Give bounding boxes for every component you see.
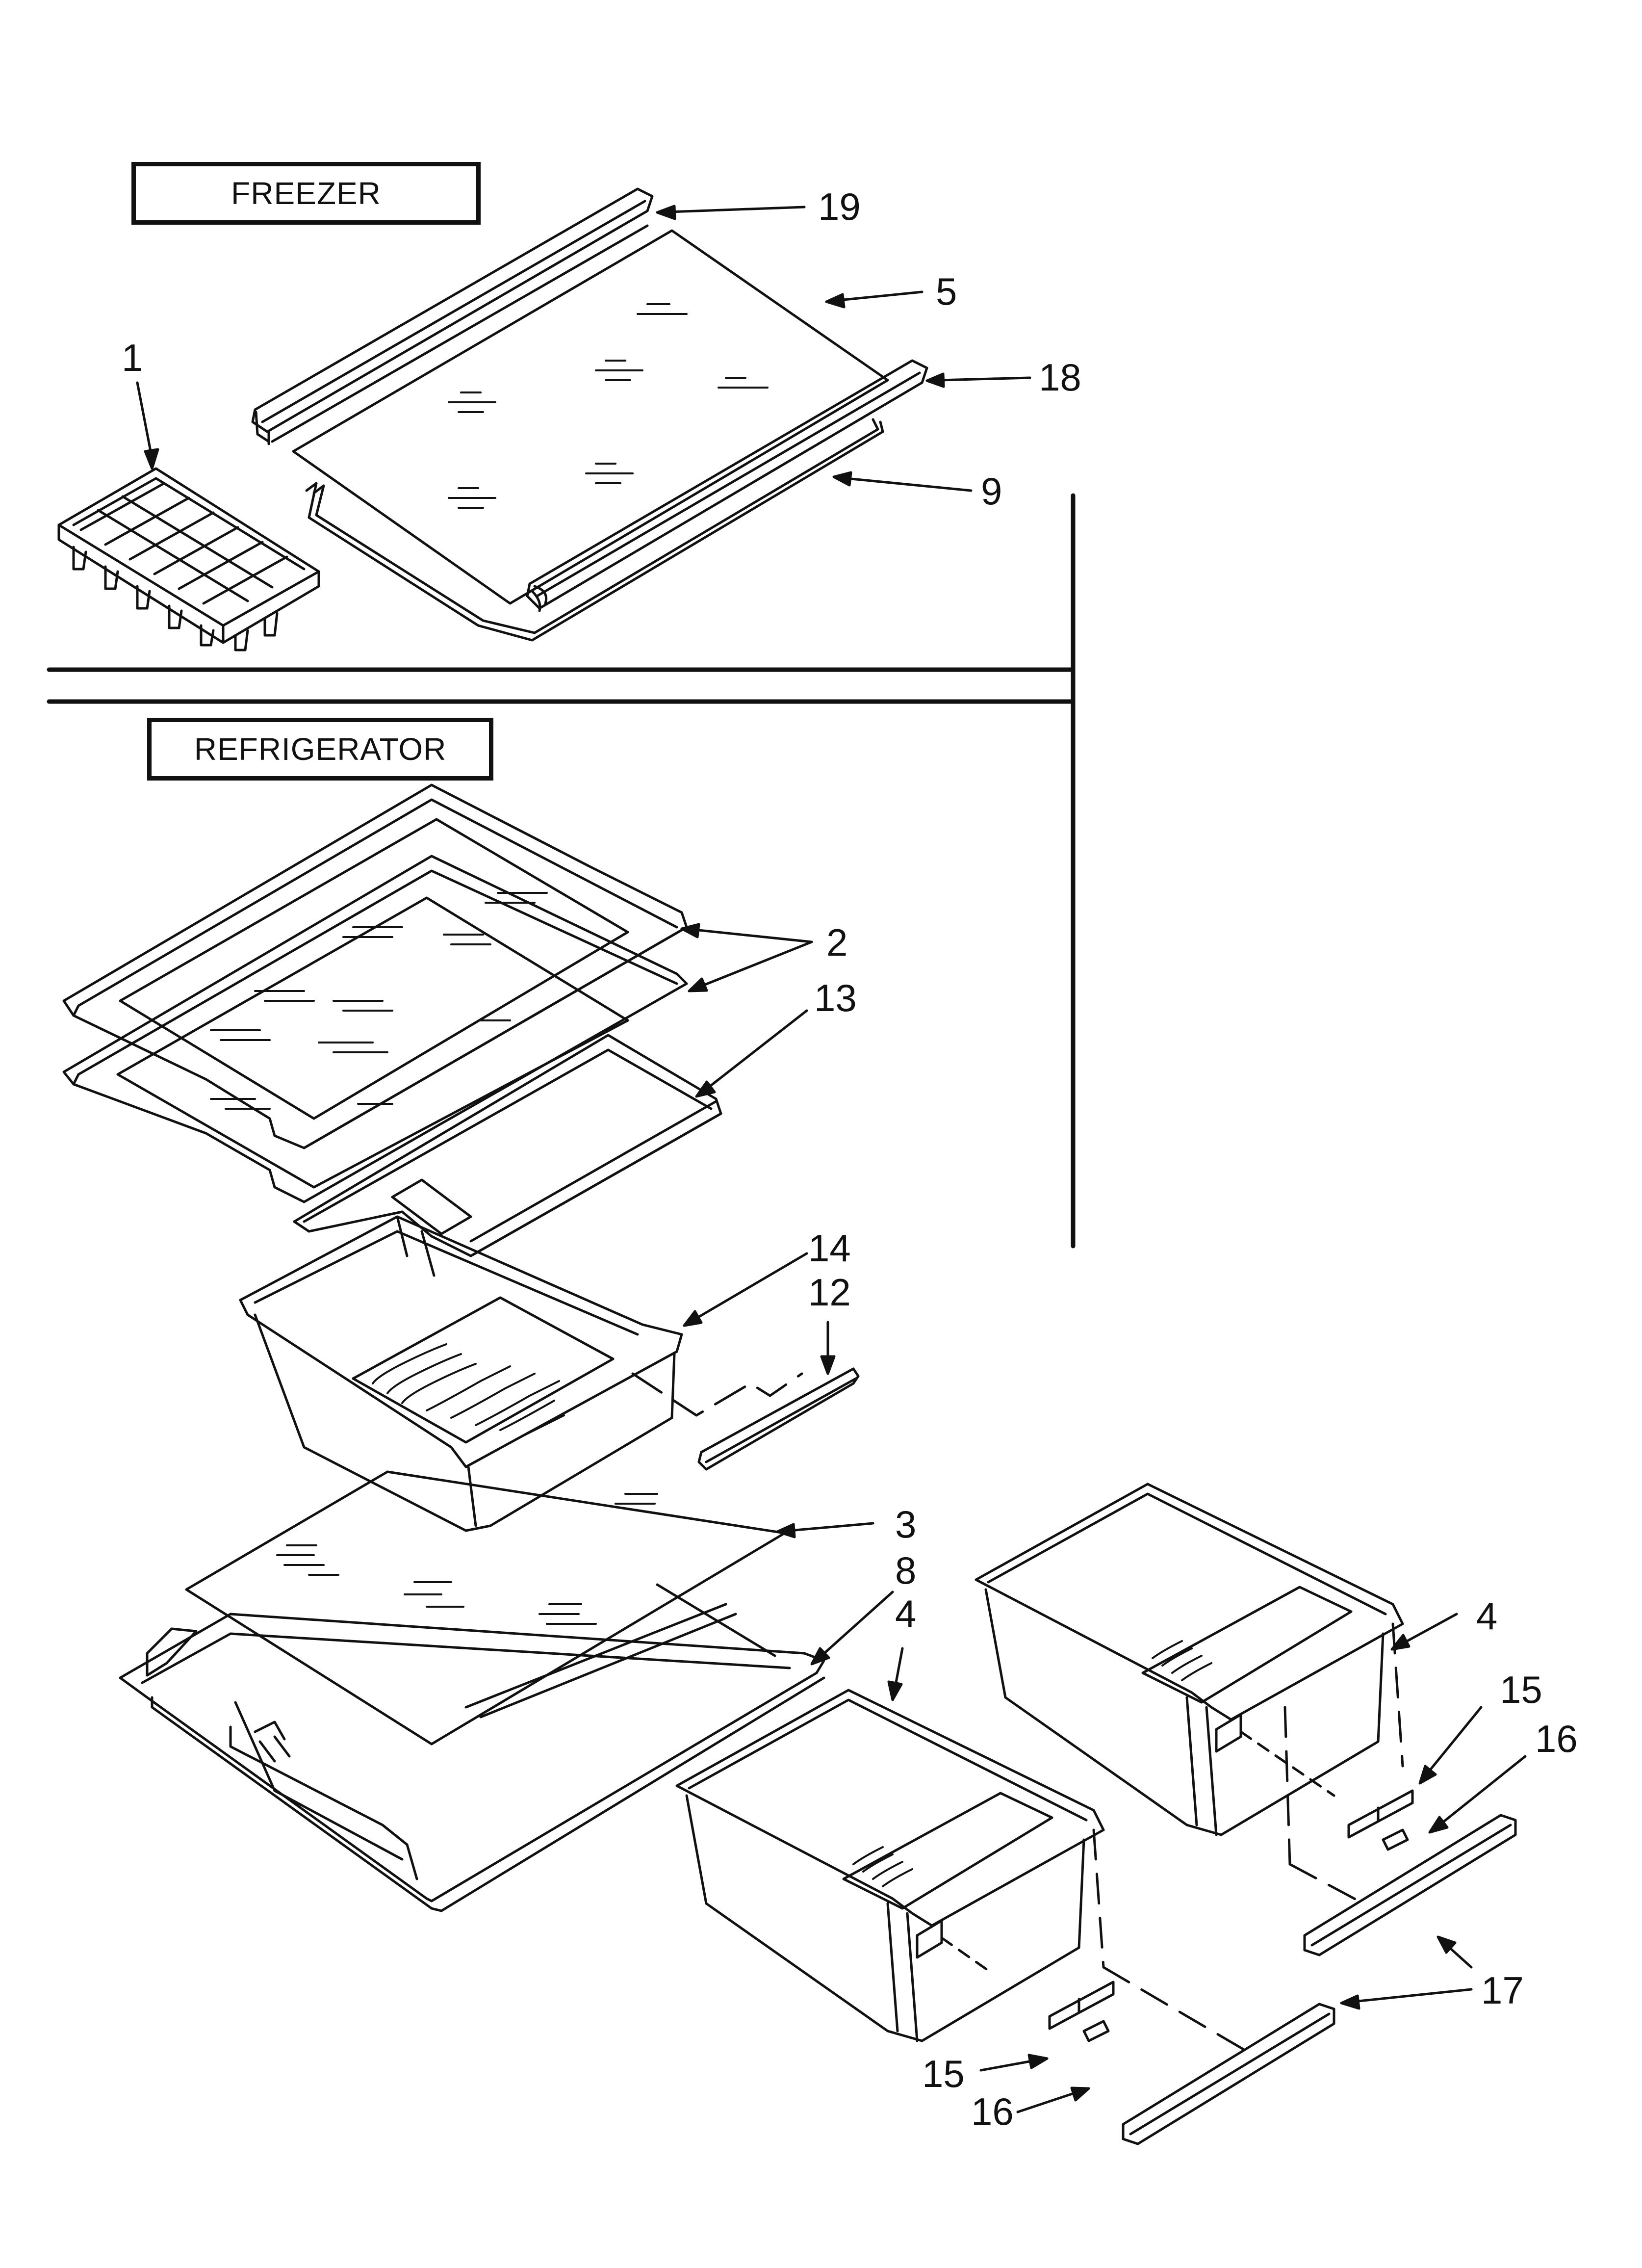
callout-18: 18	[1039, 356, 1081, 399]
callout-15-lower: 15	[922, 2052, 965, 2095]
callout-9: 9	[981, 469, 1002, 513]
callout-leaders	[136, 205, 1527, 2113]
front-shelf-trim-part	[526, 359, 928, 612]
crisper-drawer-upper-part	[975, 1483, 1404, 1905]
drawer-trim-lower-part	[1122, 2003, 1335, 2145]
callout-8: 8	[895, 1549, 917, 1592]
crisper-drawer-lower-part	[675, 1689, 1247, 2052]
callout-15-upper: 15	[1500, 1668, 1542, 1711]
freezer-section-text: FREEZER	[231, 176, 381, 211]
crisper-frame-part	[119, 1583, 825, 1912]
refrigerator-shelf-upper-part	[62, 783, 688, 1149]
callout-4-upper: 4	[1476, 1594, 1498, 1638]
rear-shelf-trim-part	[251, 187, 654, 445]
callout-13: 13	[814, 976, 857, 1019]
section-dividers	[47, 493, 1076, 1249]
callout-16-upper: 16	[1535, 1717, 1578, 1760]
callout-3: 3	[895, 1503, 917, 1546]
drawer-clip-upper-part	[1347, 1789, 1414, 1851]
callout-12: 12	[808, 1271, 851, 1314]
callout-5: 5	[936, 270, 957, 313]
callout-4-lower: 4	[895, 1592, 917, 1635]
refrigerator-shelf-lower-part	[62, 855, 688, 1203]
shelf-wire-frame-part	[305, 418, 884, 642]
meat-pan-part	[239, 1215, 683, 1532]
callout-16-lower: 16	[971, 2090, 1014, 2133]
crisper-cover-frame-part	[293, 1034, 722, 1257]
ice-cube-tray-part	[57, 467, 320, 652]
callout-1: 1	[122, 336, 143, 379]
drawer-trim-upper-part	[1303, 1814, 1517, 1956]
callout-2: 2	[826, 921, 848, 964]
meat-pan-slide-part	[631, 1367, 860, 1471]
refrigerator-section-text: REFRIGERATOR	[194, 731, 447, 767]
refrigerator-section-label: REFRIGERATOR	[147, 718, 493, 781]
freezer-glass-shelf-part	[292, 229, 889, 605]
callout-17: 17	[1481, 1969, 1524, 2012]
freezer-section-label: FREEZER	[131, 162, 481, 225]
callout-19: 19	[818, 185, 861, 228]
drawer-clip-lower-part	[1048, 1981, 1115, 2042]
callout-14: 14	[808, 1226, 851, 1270]
